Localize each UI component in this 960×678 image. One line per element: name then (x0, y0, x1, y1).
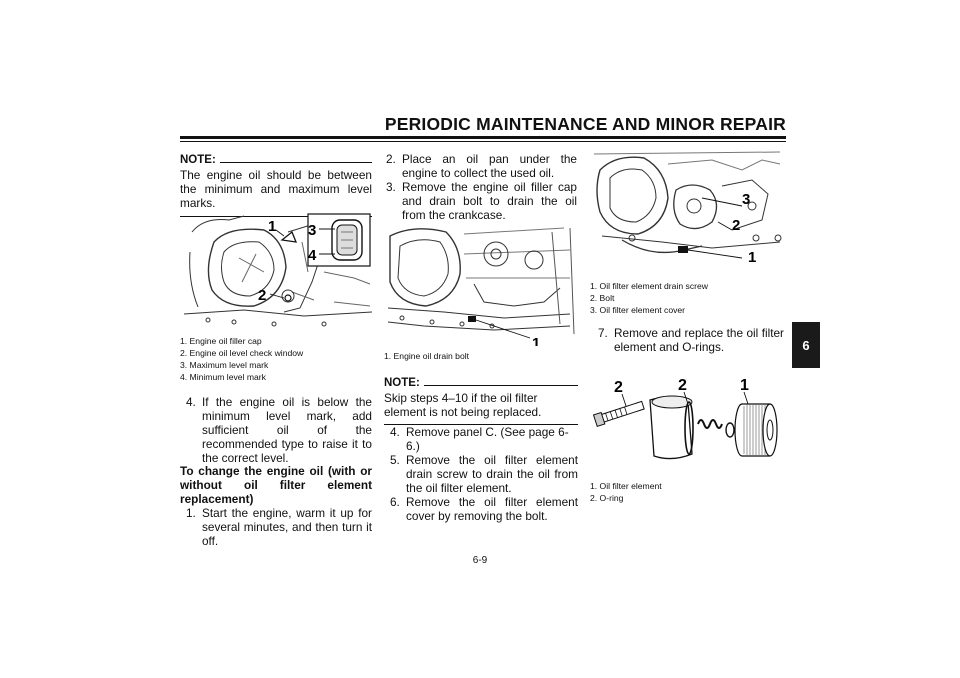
step-text: Start the engine, warm it up for several… (202, 506, 372, 548)
figure-label-2: 2 (732, 217, 740, 234)
step-number: 2. (386, 152, 396, 166)
step-2: 2. Place an oil pan under the engine to … (386, 152, 577, 180)
column-2-steps-bottom: 4. Remove panel C. (See page 6-6.) 5. Re… (390, 425, 578, 523)
step-3: 3. Remove the engine oil filler cap and … (386, 180, 577, 222)
step-number: 3. (386, 180, 396, 194)
column-2-steps-top: 2. Place an oil pan under the engine to … (386, 152, 577, 222)
header-rule-thin (180, 141, 786, 142)
caption-item: 2. Engine oil level check window (180, 348, 304, 358)
figure-label-3: 3 (742, 191, 750, 208)
caption-item: 2. O-ring (590, 493, 624, 503)
step-text: Remove the oil filter element cover by r… (406, 495, 578, 523)
step-number: 5. (390, 453, 400, 467)
step-number: 7. (598, 326, 608, 340)
figure-drain-bolt: 1 (384, 224, 578, 352)
step-number: 1. (186, 506, 196, 520)
caption-item: 4. Minimum level mark (180, 372, 266, 382)
figure-filter-cover-captions: 1. Oil filter element drain screw 2. Bol… (590, 280, 784, 316)
step-6: 6. Remove the oil filter element cover b… (390, 495, 578, 523)
caption-item: 3. Maximum level mark (180, 360, 269, 370)
note-label: NOTE: (180, 154, 216, 166)
step-4: 4. Remove panel C. (See page 6-6.) (390, 425, 578, 453)
section-subheading: To change the engine oil (with or withou… (180, 464, 372, 506)
figure-label-4: 4 (308, 247, 317, 264)
note-text: Skip steps 4–10 if the oil filter elemen… (384, 391, 542, 419)
note-text: The engine oil should be between the min… (180, 168, 372, 210)
caption-item: 1. Oil filter element (590, 481, 662, 491)
figure-drain-bolt-caption: 1. Engine oil drain bolt (384, 351, 470, 361)
step-number: 4. (390, 425, 400, 439)
figure-label-2b: 2 (678, 377, 687, 394)
note-label: NOTE: (384, 377, 420, 389)
step-text: Remove the engine oil filler cap and dra… (402, 180, 577, 222)
step-text: Place an oil pan under the engine to col… (402, 152, 577, 180)
figure-filter-element-captions: 1. Oil filter element 2. O-ring (590, 480, 784, 504)
note-end-rule (180, 216, 372, 217)
step-number: 6. (390, 495, 400, 509)
note-rule (219, 162, 372, 163)
figure-oil-level-captions: 1. Engine oil filler cap 2. Engine oil l… (180, 335, 372, 383)
caption-item: 3. Oil filter element cover (590, 305, 686, 315)
column-1-step-1: 1. Start the engine, warm it up for seve… (186, 506, 372, 548)
step-5: 5. Remove the oil filter element drain s… (390, 453, 578, 495)
figure-label-1: 1 (268, 218, 276, 235)
note-end-rule (384, 424, 578, 425)
column-1-steps: 4. If the engine oil is below the minimu… (186, 395, 372, 465)
step-7: 7. Remove and replace the oil filter ele… (598, 326, 784, 354)
figure-label-3: 3 (308, 222, 316, 239)
caption-item: 1. Oil filter element drain screw (590, 281, 708, 291)
step-text: Remove panel C. (See page 6-6.) (406, 425, 569, 453)
figure-oil-level: 1 3 4 2 (183, 212, 373, 330)
page-number: 6-9 (472, 555, 488, 566)
step-number: 4. (186, 395, 196, 409)
chapter-tab: 6 (792, 322, 820, 368)
figure-label-1: 1 (532, 335, 540, 346)
step-text: If the engine oil is below the minimum l… (202, 395, 372, 465)
figure-label-2a: 2 (614, 379, 623, 396)
note-rule (423, 385, 578, 386)
step-text: Remove and replace the oil filter elemen… (614, 326, 784, 354)
figure-label-1: 1 (748, 249, 756, 266)
caption-item: 2. Bolt (590, 293, 615, 303)
column-1: NOTE: The engine oil should be between t… (180, 154, 372, 217)
column-2-note: NOTE: Skip steps 4–10 if the oil filter … (384, 377, 578, 425)
figure-label-1: 1 (740, 377, 749, 394)
step-1: 1. Start the engine, warm it up for seve… (186, 506, 372, 548)
figure-filter-cover: 3 2 1 (592, 150, 784, 272)
figure-filter-element: 2 2 1 (592, 372, 784, 470)
column-3-step-7: 7. Remove and replace the oil filter ele… (598, 326, 784, 354)
header-rule-thick (180, 136, 786, 139)
caption-item: 1. Engine oil filler cap (180, 336, 262, 346)
step-4: 4. If the engine oil is below the minimu… (186, 395, 372, 465)
step-text: Remove the oil filter element drain scre… (406, 453, 578, 495)
figure-label-2: 2 (258, 287, 266, 304)
page-title: PERIODIC MAINTENANCE AND MINOR REPAIR (384, 114, 786, 134)
